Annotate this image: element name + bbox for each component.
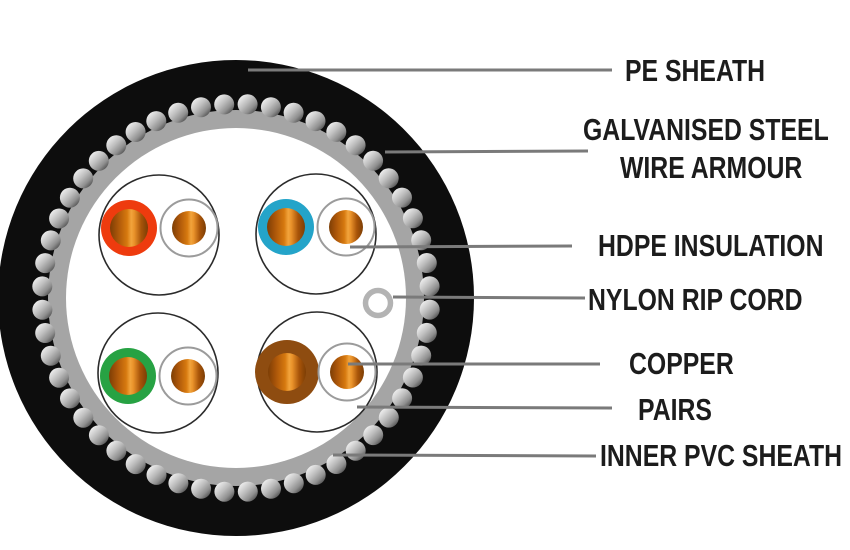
- pair-brown: [255, 311, 378, 433]
- steel-armour-wire: [237, 94, 258, 115]
- steel-armour-wire: [88, 150, 109, 171]
- copper-conductor: [109, 357, 147, 395]
- pair-orange: [98, 174, 220, 296]
- steel-armour-wire: [191, 97, 211, 118]
- steel-armour-wire: [261, 478, 281, 499]
- steel-armour-wire: [146, 464, 167, 485]
- steel-armour-wire: [35, 323, 56, 343]
- pair-green: [97, 312, 219, 434]
- copper-conductor: [267, 208, 305, 246]
- steel-armour-wire: [283, 102, 304, 123]
- steel-armour-wire: [88, 425, 109, 446]
- steel-armour-wire: [326, 454, 347, 474]
- steel-armour-wire: [59, 187, 80, 208]
- steel-armour-wire: [326, 121, 347, 142]
- steel-armour-wire: [419, 276, 440, 297]
- steel-armour-wire: [168, 102, 189, 123]
- steel-armour-wire: [125, 122, 146, 142]
- steel-armour-wire: [125, 454, 146, 475]
- steel-armour-wire: [378, 407, 399, 428]
- nylon-rip-cord-ring: [362, 287, 394, 319]
- steel-armour-wire: [260, 97, 281, 118]
- steel-armour-wire: [402, 367, 423, 388]
- copper-conductor: [172, 211, 206, 245]
- copper-conductor: [268, 353, 306, 391]
- steel-armour-wire: [214, 94, 235, 115]
- steel-armour-wire: [146, 111, 167, 132]
- leader-line-inner-pvc-sheath: [332, 453, 597, 458]
- steel-armour-wire: [40, 345, 61, 366]
- steel-armour-wire: [283, 473, 304, 494]
- steel-armour-wire: [73, 168, 94, 189]
- steel-armour-wire: [378, 168, 399, 189]
- steel-armour-wire: [416, 253, 437, 273]
- steel-armour-wire: [73, 407, 94, 428]
- steel-armour-wire: [191, 478, 212, 499]
- leader-line-hdpe-insulation: [349, 244, 573, 249]
- leader-line-nylon-rip-cord: [392, 295, 586, 300]
- pair-blue: [255, 173, 377, 295]
- steel-armour-wire: [305, 111, 326, 132]
- steel-armour-wire: [32, 299, 53, 320]
- steel-armour-wire: [237, 481, 258, 502]
- leader-line-steel-armour: [384, 149, 589, 154]
- steel-armour-wire: [106, 440, 127, 461]
- copper-conductor: [110, 209, 148, 247]
- steel-armour-wire: [214, 481, 235, 502]
- steel-armour-wire: [411, 345, 432, 366]
- copper-conductor: [330, 355, 364, 389]
- steel-armour-wire: [40, 230, 61, 251]
- steel-armour-wire: [106, 135, 127, 156]
- steel-armour-wire: [363, 150, 384, 171]
- leader-line-pairs: [356, 405, 613, 410]
- steel-armour-wire: [363, 425, 384, 446]
- steel-armour-wire: [416, 322, 437, 343]
- steel-armour-wire: [419, 299, 440, 320]
- steel-armour-wire: [345, 135, 366, 156]
- copper-conductor: [171, 359, 205, 393]
- steel-armour-wire: [49, 367, 70, 388]
- steel-armour-wire: [345, 440, 366, 461]
- steel-armour-wire: [402, 208, 423, 229]
- steel-armour-wire: [35, 253, 56, 274]
- steel-armour-wire: [32, 276, 53, 297]
- steel-armour-wire: [49, 208, 70, 229]
- steel-armour-wire: [392, 187, 412, 208]
- steel-armour-wire: [305, 464, 326, 485]
- steel-armour-wire: [392, 388, 413, 409]
- copper-conductor: [329, 210, 363, 244]
- steel-armour-wire: [168, 473, 189, 494]
- steel-armour-wire: [60, 388, 80, 409]
